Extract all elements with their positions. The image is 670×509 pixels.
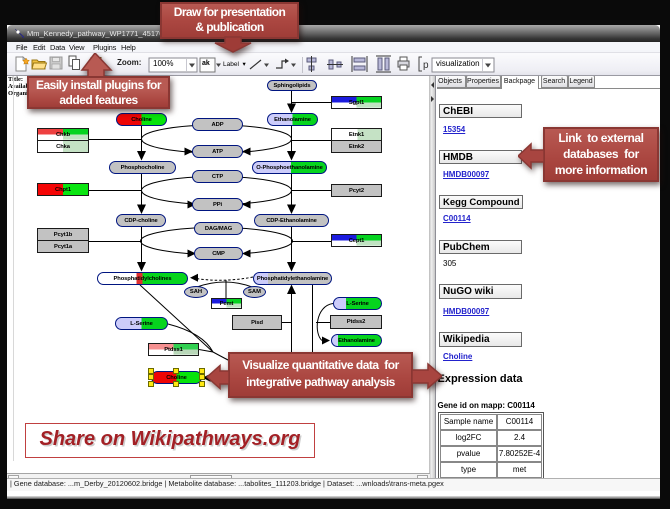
- svg-text:p: p: [423, 60, 429, 71]
